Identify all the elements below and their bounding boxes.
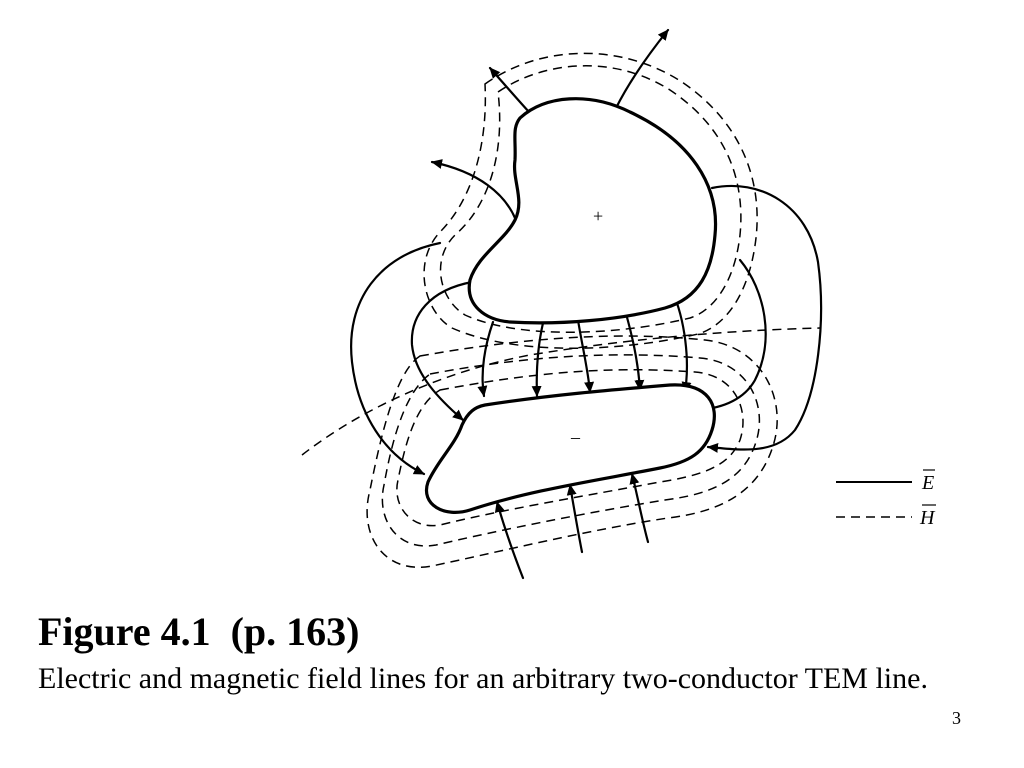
e-field-line [430,159,517,220]
legend-e-label: E [921,472,934,494]
positive-conductor [467,97,718,325]
e-field-line [494,500,525,580]
e-field-line [614,28,670,110]
e-field-line [488,66,531,114]
legend: E H [836,469,936,529]
e-field-lines [350,28,823,580]
h-field-lines [301,52,821,569]
e-field-line [623,308,645,392]
h-field-line [423,52,758,349]
e-field-line [696,258,767,415]
negative-conductor [424,383,716,514]
figure-caption: Electric and magnetic field lines for an… [38,662,928,695]
e-field-line [576,318,595,394]
h-field-line [439,65,742,333]
figure-title: Figure 4.1 (p. 163) [38,609,360,654]
e-field-line [477,320,495,398]
legend-h-label: H [919,507,936,529]
field-line-diagram: + – E H [301,28,936,580]
h-field-line [381,354,761,547]
e-field-line [531,321,545,398]
positive-charge-label: + [593,206,603,226]
h-field-line [396,368,744,527]
e-field-line [706,184,823,453]
e-field-line [629,472,650,544]
negative-charge-label: – [570,427,581,447]
e-field-line [350,241,442,476]
page-number: 3 [952,708,961,728]
e-field-line [410,280,474,422]
e-field-line [566,483,584,554]
